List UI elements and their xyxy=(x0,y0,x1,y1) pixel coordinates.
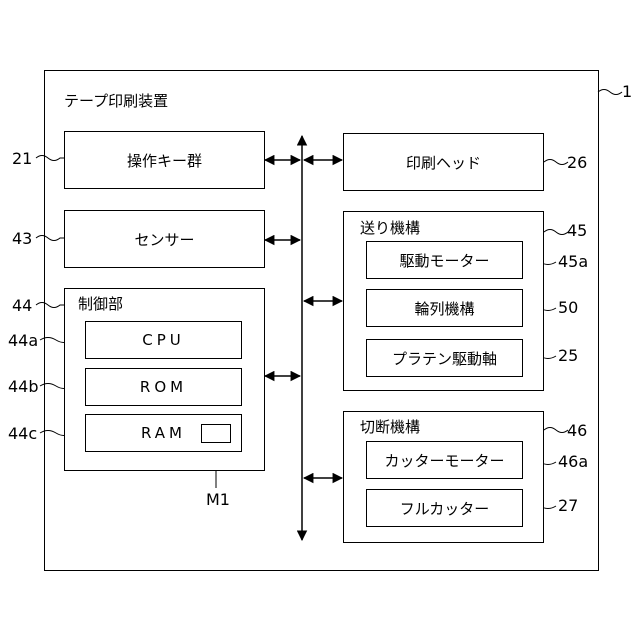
control-label: 制御部 xyxy=(78,293,123,314)
ref-43: 43 xyxy=(12,229,32,248)
ref-27: 27 xyxy=(558,496,578,515)
full-cutter-label: フルカッター xyxy=(400,498,490,519)
platen-shaft-box: プラテン駆動軸 xyxy=(366,339,523,377)
leader-1 xyxy=(598,90,622,95)
ref-45: 45 xyxy=(567,221,587,240)
gear-train-box: 輪列機構 xyxy=(366,289,523,327)
ref-44: 44 xyxy=(12,296,32,315)
ref-m1: M1 xyxy=(206,490,230,509)
memory-m1-box xyxy=(201,424,231,443)
ref-44a: 44a xyxy=(8,331,38,350)
drive-motor-box: 駆動モーター xyxy=(366,241,523,279)
sensor-label: センサー xyxy=(134,229,194,250)
sensor-box: センサー xyxy=(64,210,265,268)
op-keys-box: 操作キー群 xyxy=(64,131,265,189)
ref-46a: 46a xyxy=(558,452,588,471)
cpu-box: CPU xyxy=(85,321,242,359)
cpu-label: CPU xyxy=(142,331,185,349)
drive-motor-label: 駆動モーター xyxy=(399,250,489,271)
op-keys-label: 操作キー群 xyxy=(127,150,202,171)
cutter-label: 切断機構 xyxy=(360,416,420,437)
ref-44b: 44b xyxy=(8,377,39,396)
ref-26: 26 xyxy=(567,153,587,172)
ref-46: 46 xyxy=(567,421,587,440)
print-head-box: 印刷ヘッド xyxy=(343,133,544,191)
ref-21: 21 xyxy=(12,149,32,168)
feed-label: 送り機構 xyxy=(360,217,420,238)
cutter-motor-label: カッターモーター xyxy=(384,450,504,471)
tape-printer-title: テープ印刷装置 xyxy=(64,90,168,111)
ram-label: RAM xyxy=(141,424,186,442)
ref-44c: 44c xyxy=(8,424,37,443)
platen-shaft-label: プラテン駆動軸 xyxy=(392,348,497,369)
rom-box: ROM xyxy=(85,368,242,406)
ref-25: 25 xyxy=(558,346,578,365)
print-head-label: 印刷ヘッド xyxy=(406,152,481,173)
ref-1: 1 xyxy=(622,82,632,101)
ref-45a: 45a xyxy=(558,252,588,271)
gear-train-label: 輪列機構 xyxy=(414,298,474,319)
rom-label: ROM xyxy=(140,378,187,396)
full-cutter-box: フルカッター xyxy=(366,489,523,527)
ref-50: 50 xyxy=(558,298,578,317)
cutter-motor-box: カッターモーター xyxy=(366,441,523,479)
